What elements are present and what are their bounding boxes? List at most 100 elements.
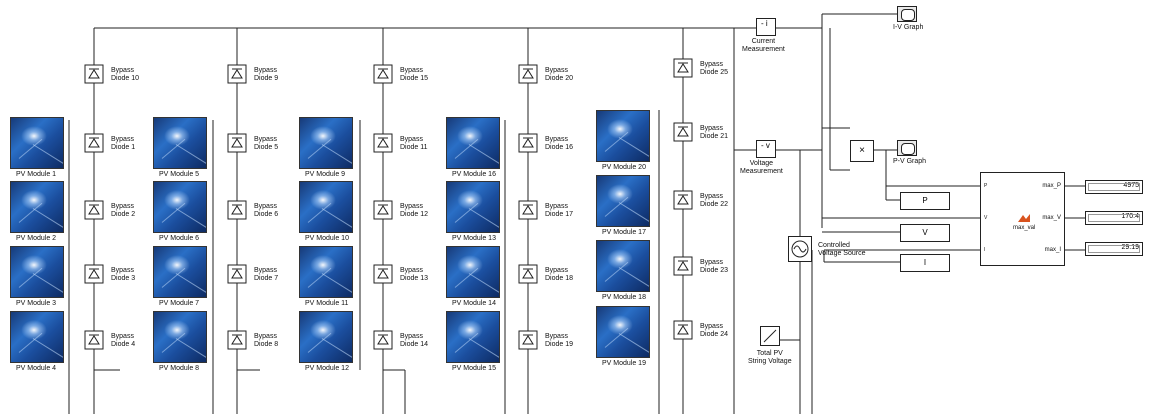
bypass-diode-label: Bypass Diode 18	[545, 267, 574, 282]
pv-module-label: PV Module 19	[602, 360, 646, 367]
bypass-diode[interactable]	[673, 122, 693, 142]
pv-module-label: PV Module 13	[452, 235, 496, 242]
bypass-diode-label: Bypass Diode 2	[111, 203, 136, 218]
bypass-diode[interactable]	[673, 190, 693, 210]
pv-module-block[interactable]	[153, 117, 207, 169]
bypass-diode-label: Bypass Diode 5	[254, 136, 279, 151]
pv-module-label: PV Module 15	[452, 365, 496, 372]
bypass-diode-label: Bypass Diode 6	[254, 203, 279, 218]
bypass-diode[interactable]	[84, 330, 104, 350]
pv-module-block[interactable]	[446, 311, 500, 363]
controlled-source-label: Controlled Voltage Source	[818, 242, 866, 257]
pv-module-label: PV Module 2	[16, 235, 57, 242]
bypass-diode[interactable]	[373, 330, 393, 350]
bypass-diode[interactable]	[518, 330, 538, 350]
bypass-diode[interactable]	[673, 58, 693, 78]
bypass-diode[interactable]	[373, 200, 393, 220]
bypass-diode-label: Bypass Diode 4	[111, 333, 136, 348]
pv-module-label: PV Module 5	[159, 171, 200, 178]
bypass-diode[interactable]	[518, 264, 538, 284]
current-measurement-label: Current Measurement	[742, 38, 785, 53]
pv-module-label: PV Module 11	[305, 300, 349, 307]
pv-module-label: PV Module 20	[602, 164, 646, 171]
pv-module-block[interactable]	[446, 246, 500, 298]
ramp-block[interactable]	[760, 326, 780, 346]
display-max-p: 4975	[1085, 180, 1143, 194]
pv-module-block[interactable]	[153, 311, 207, 363]
bypass-diode-label: Bypass Diode 17	[545, 203, 574, 218]
bypass-diode-label: Bypass Diode 16	[545, 136, 574, 151]
current-measurement-block[interactable]: - i	[756, 18, 776, 36]
bypass-diode[interactable]	[227, 330, 247, 350]
i-label: I	[923, 258, 927, 267]
pv-module-block[interactable]	[10, 246, 64, 298]
bypass-diode-label: Bypass Diode 15	[400, 67, 429, 82]
bypass-diode-label: Bypass Diode 7	[254, 267, 279, 282]
bypass-diode-label: Bypass Diode 21	[700, 125, 729, 140]
bypass-diode-label: Bypass Diode 9	[254, 67, 279, 82]
voltage-measurement-block[interactable]: - v	[756, 140, 776, 158]
max-val-subsystem[interactable]: P V I max_P max_V max_I max_val	[980, 172, 1065, 266]
bypass-diode[interactable]	[227, 264, 247, 284]
product-block[interactable]: ×	[850, 140, 874, 162]
pv-module-label: PV Module 6	[159, 235, 200, 242]
bypass-diode-label: Bypass Diode 22	[700, 193, 729, 208]
pv-module-block[interactable]	[446, 181, 500, 233]
bypass-diode[interactable]	[227, 133, 247, 153]
pv-graph-scope[interactable]	[897, 140, 917, 156]
pv-module-label: PV Module 7	[159, 300, 200, 307]
bypass-diode-label: Bypass Diode 12	[400, 203, 429, 218]
bypass-diode[interactable]	[673, 256, 693, 276]
pv-module-label: PV Module 17	[602, 229, 646, 236]
bypass-diode[interactable]	[518, 133, 538, 153]
bypass-diode-label: Bypass Diode 20	[545, 67, 574, 82]
bypass-diode[interactable]	[84, 264, 104, 284]
pv-module-block[interactable]	[596, 175, 650, 227]
iv-graph-scope[interactable]	[897, 6, 917, 22]
subsystem-name: max_val	[1013, 225, 1036, 231]
bypass-diode[interactable]	[84, 133, 104, 153]
v-goto-block[interactable]: V	[900, 224, 950, 242]
bypass-diode-label: Bypass Diode 11	[400, 136, 428, 151]
bypass-diode[interactable]	[227, 200, 247, 220]
bypass-diode[interactable]	[227, 64, 247, 84]
pv-module-label: PV Module 8	[159, 365, 200, 372]
pv-module-block[interactable]	[299, 311, 353, 363]
voltage-measurement-label: Voltage Measurement	[740, 160, 783, 175]
pv-module-label: PV Module 16	[452, 171, 496, 178]
bypass-diode[interactable]	[373, 264, 393, 284]
pv-module-block[interactable]	[596, 110, 650, 162]
pv-module-block[interactable]	[596, 306, 650, 358]
pv-module-block[interactable]	[153, 181, 207, 233]
pv-module-block[interactable]	[153, 246, 207, 298]
pv-module-block[interactable]	[299, 181, 353, 233]
subsystem-out-max-v: max_V	[1042, 215, 1061, 221]
display-max-v: 170.4	[1085, 211, 1143, 225]
bypass-diode[interactable]	[84, 200, 104, 220]
bypass-diode-label: Bypass Diode 23	[700, 259, 729, 274]
pv-module-block[interactable]	[299, 246, 353, 298]
product-symbol: ×	[859, 145, 865, 156]
sine-source-icon	[791, 240, 809, 258]
bypass-diode[interactable]	[373, 133, 393, 153]
pv-module-block[interactable]	[10, 311, 64, 363]
bypass-diode[interactable]	[673, 320, 693, 340]
bypass-diode[interactable]	[84, 64, 104, 84]
p-goto-block[interactable]: P	[900, 192, 950, 210]
bypass-diode-label: Bypass Diode 14	[400, 333, 429, 348]
bypass-diode[interactable]	[373, 64, 393, 84]
pv-module-block[interactable]	[299, 117, 353, 169]
subsystem-out-max-i: max_I	[1044, 247, 1061, 253]
pv-module-label: PV Module 18	[602, 294, 646, 301]
pv-module-block[interactable]	[10, 117, 64, 169]
bypass-diode[interactable]	[518, 200, 538, 220]
bypass-diode-label: Bypass Diode 19	[545, 333, 574, 348]
pv-module-block[interactable]	[10, 181, 64, 233]
i-goto-block[interactable]: I	[900, 254, 950, 272]
controlled-voltage-source[interactable]	[788, 236, 812, 262]
pv-module-block[interactable]	[446, 117, 500, 169]
bypass-diode-label: Bypass Diode 8	[254, 333, 279, 348]
pv-module-block[interactable]	[596, 240, 650, 292]
bypass-diode[interactable]	[518, 64, 538, 84]
